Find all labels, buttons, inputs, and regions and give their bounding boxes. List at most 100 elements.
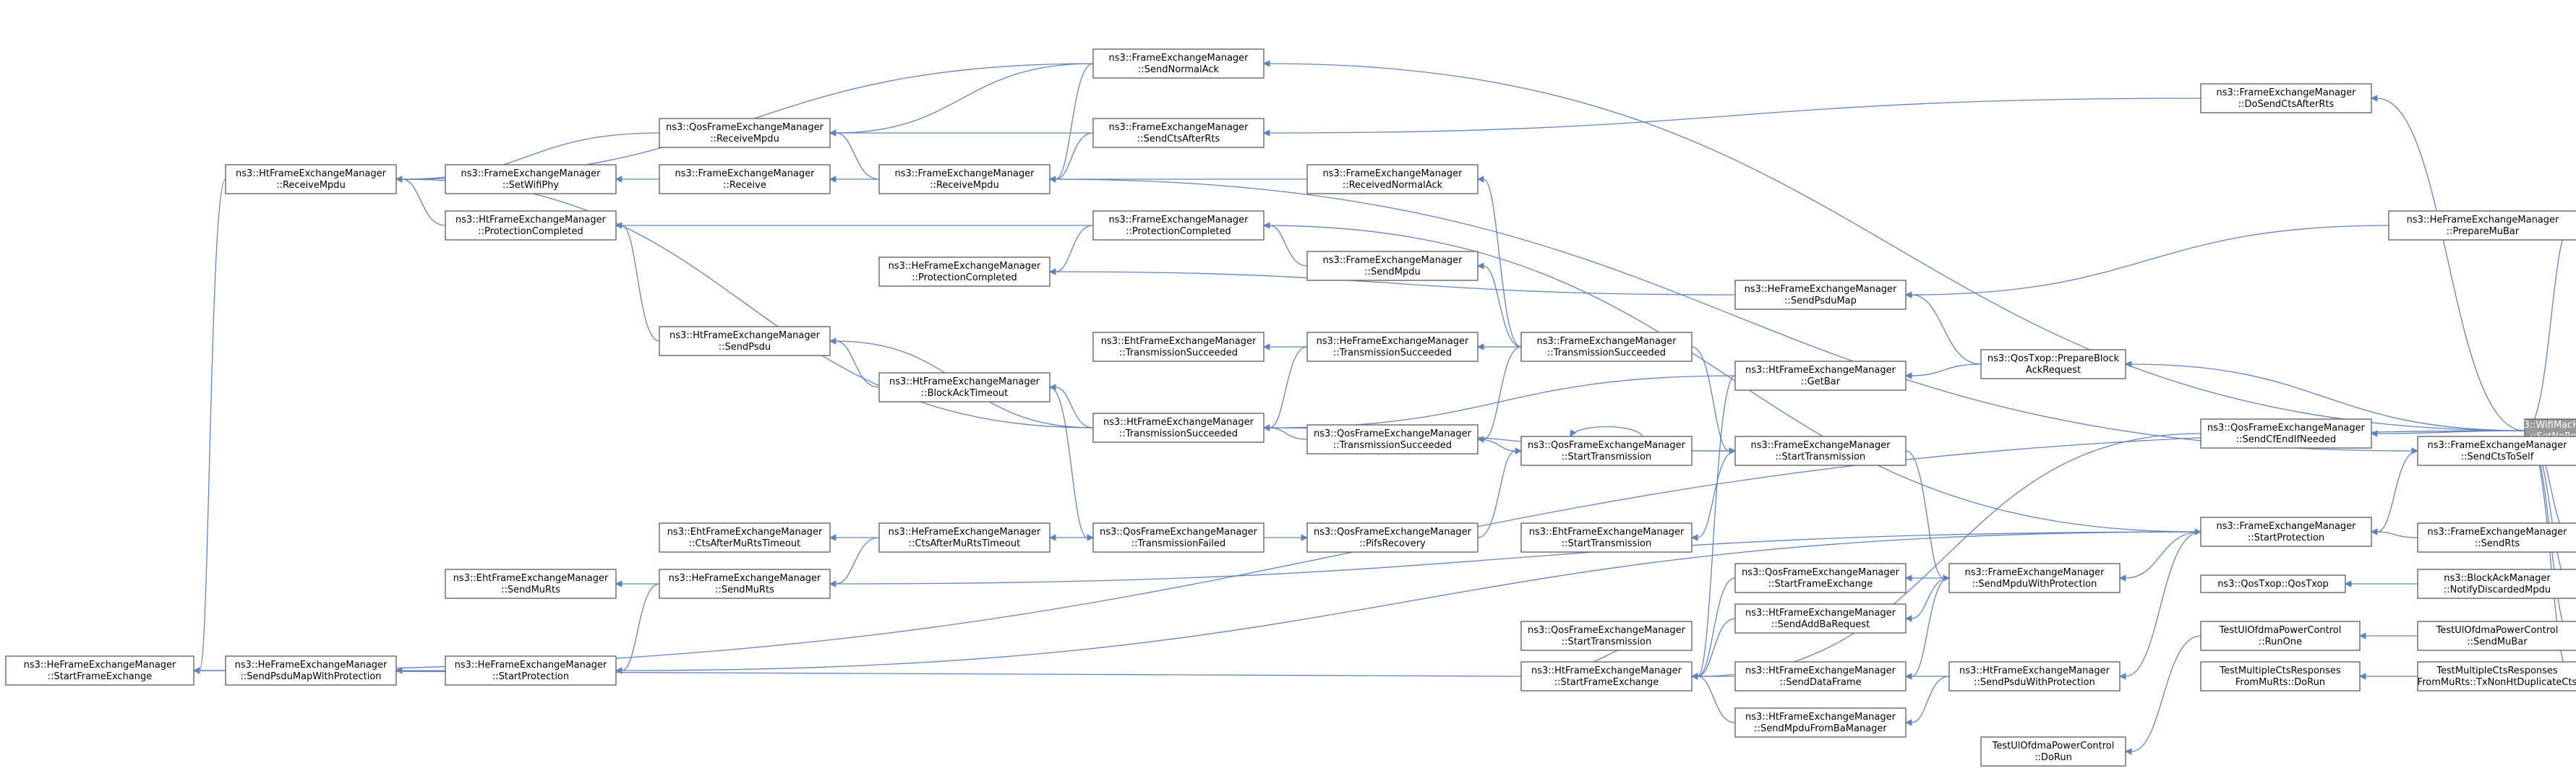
node-box bbox=[2417, 569, 2576, 599]
node-hefem-startprotection[interactable]: ns3::HeFrameExchangeManager::StartProtec… bbox=[445, 655, 617, 686]
node-fem-sendctsafterrts[interactable]: ns3::FrameExchangeManager::SendCtsAfterR… bbox=[1092, 118, 1265, 148]
node-htfem-receivempdu[interactable]: ns3::HtFrameExchangeManager::ReceiveMpdu bbox=[225, 164, 397, 194]
node-label: ns3::HtFrameExchangeManager bbox=[889, 376, 1040, 387]
node-test-sendmubar[interactable]: TestUlOfdmaPowerControl::SendMuBar bbox=[2417, 621, 2576, 651]
edge-line bbox=[1911, 363, 1982, 376]
edge-fem-receivednormalack-to-fem-transmissionsucceeded bbox=[1476, 176, 1522, 348]
edge-arrowhead bbox=[1301, 534, 1309, 541]
node-label: ns3::QosFrameExchangeManager bbox=[1528, 625, 1686, 636]
node-htfem-senddataframe[interactable]: ns3::HtFrameExchangeManager::SendDataFra… bbox=[1734, 661, 1907, 692]
node-test-txnonht[interactable]: TestMultipleCtsResponsesFromMuRts::TxNon… bbox=[2417, 661, 2576, 692]
node-hefem-protectioncompleted[interactable]: ns3::HeFrameExchangeManager::ProtectionC… bbox=[878, 257, 1050, 287]
node-label: ::StartProtection bbox=[2248, 533, 2324, 543]
node-fem-receivempdu[interactable]: ns3::FrameExchangeManager::ReceiveMpdu bbox=[878, 164, 1050, 194]
node-label: ::SendMuBar bbox=[2467, 637, 2528, 647]
node-qfem-receivempdu[interactable]: ns3::QosFrameExchangeManager::ReceiveMpd… bbox=[659, 118, 831, 148]
node-hefem-transmissionsucceeded[interactable]: ns3::HeFrameExchangeManager::Transmissio… bbox=[1306, 332, 1479, 362]
node-box bbox=[878, 522, 1050, 553]
node-hefem-ctsaftermurtstimeout[interactable]: ns3::HeFrameExchangeManager::CtsAfterMuR… bbox=[878, 522, 1050, 553]
node-label: ::SendPsduMapWithProtection bbox=[240, 671, 381, 682]
node-fem-receivednormalack[interactable]: ns3::FrameExchangeManager::ReceivedNorma… bbox=[1306, 164, 1479, 194]
node-htfem-protectioncompleted[interactable]: ns3::HtFrameExchangeManager::ProtectionC… bbox=[445, 210, 617, 241]
node-ehtfem-ctsaftermurtstimeout[interactable]: ns3::EhtFrameExchangeManager::CtsAfterMu… bbox=[659, 522, 831, 553]
node-htfem-sendmpdufrombamanager[interactable]: ns3::HtFrameExchangeManager::SendMpduFro… bbox=[1734, 707, 1907, 738]
node-fem-protectioncompleted[interactable]: ns3::FrameExchangeManager::ProtectionCom… bbox=[1092, 210, 1265, 241]
edge-fem-sendnormalack-to-root bbox=[1262, 60, 2525, 431]
node-box bbox=[1980, 736, 2126, 767]
edge-line bbox=[835, 531, 2201, 585]
node-qostxop-ctor[interactable]: ns3::QosTxop::QosTxop bbox=[2200, 574, 2346, 593]
node-fem-sendrts[interactable]: ns3::FrameExchangeManager::SendRts bbox=[2417, 522, 2576, 553]
node-label: ns3::HtFrameExchangeManager bbox=[669, 330, 821, 341]
node-test-dorun-pc[interactable]: TestUlOfdmaPowerControl::DoRun bbox=[1980, 736, 2126, 767]
node-label: ns3::QosFrameExchangeManager bbox=[1314, 428, 1472, 439]
edge-hefem-ctsaftermurtstimeout-to-qfem-transmissionfailed bbox=[1048, 534, 1093, 541]
node-qfem-transmissionfailed[interactable]: ns3::QosFrameExchangeManager::Transmissi… bbox=[1092, 522, 1265, 553]
edge-line bbox=[1055, 271, 1736, 296]
edge-line bbox=[2376, 531, 2418, 538]
node-label: ::ProtectionCompleted bbox=[478, 226, 583, 237]
node-fem-sendctstoself[interactable]: ns3::FrameExchangeManager::SendCtsToSelf bbox=[2417, 436, 2576, 466]
node-ehtfem-sendmurts[interactable]: ns3::EhtFrameExchangeManager::SendMuRts bbox=[445, 569, 617, 599]
node-fem-startprotection[interactable]: ns3::FrameExchangeManager::StartProtecti… bbox=[2200, 517, 2372, 547]
node-qfem-sendcfendifneeded[interactable]: ns3::QosFrameExchangeManager::SendCfEndI… bbox=[2200, 418, 2372, 449]
node-label: ::StartFrameExchange bbox=[1554, 677, 1659, 688]
node-fem-setwifiphy[interactable]: ns3::FrameExchangeManager::SetWifiPhy bbox=[445, 164, 617, 194]
node-label: ns3::QosFrameExchangeManager bbox=[1314, 527, 1472, 538]
node-label: ::PrepareMuBar bbox=[2447, 226, 2520, 237]
node-box bbox=[659, 326, 831, 356]
node-fem-transmissionsucceeded[interactable]: ns3::FrameExchangeManager::TransmissionS… bbox=[1520, 332, 1693, 362]
node-htfem-blockacktimeout[interactable]: ns3::HtFrameExchangeManager::BlockAckTim… bbox=[878, 372, 1050, 402]
node-hefem-sendpsdumapwithprotection[interactable]: ns3::HeFrameExchangeManager::SendPsduMap… bbox=[225, 655, 397, 686]
edge-line bbox=[621, 583, 660, 671]
node-ehtfem-starttransmission[interactable]: ns3::EhtFrameExchangeManager::StartTrans… bbox=[1520, 522, 1693, 553]
edge-arrowhead bbox=[2411, 447, 2419, 455]
node-box bbox=[1092, 332, 1265, 362]
node-fem-sendmpdu[interactable]: ns3::FrameExchangeManager::SendMpdu bbox=[1306, 251, 1479, 281]
edge-line bbox=[835, 63, 1094, 134]
node-box bbox=[2388, 210, 2576, 241]
node-qfem-transmissionsucceeded[interactable]: ns3::QosFrameExchangeManager::Transmissi… bbox=[1306, 424, 1479, 455]
node-hefem-sendmurts[interactable]: ns3::HeFrameExchangeManager::SendMuRts bbox=[659, 569, 831, 599]
node-htfem-sendpsduwithprotection[interactable]: ns3::HtFrameExchangeManager::SendPsduWit… bbox=[1948, 661, 2121, 692]
node-fem-sendmpduwithprotection[interactable]: ns3::FrameExchangeManager::SendMpduWithP… bbox=[1948, 563, 2121, 593]
node-fem-sendnormalack[interactable]: ns3::FrameExchangeManager::SendNormalAck bbox=[1092, 48, 1265, 79]
node-qfem-starttransmission-a[interactable]: ns3::QosFrameExchangeManager::StartTrans… bbox=[1520, 436, 1693, 466]
node-hefem-startframeexchange[interactable]: ns3::HeFrameExchangeManager::StartFrameE… bbox=[5, 655, 194, 686]
node-hefem-preparemubar[interactable]: ns3::HeFrameExchangeManager::PrepareMuBa… bbox=[2388, 210, 2576, 241]
edge-htfem-sendpsduwithprotection-to-fem-startprotection bbox=[2118, 531, 2201, 680]
node-htfem-transmissionsucceeded[interactable]: ns3::HtFrameExchangeManager::Transmissio… bbox=[1092, 413, 1265, 443]
edge-line bbox=[1477, 439, 1516, 452]
edge-htfem-transmissionsucceeded-to-htfem-getbar bbox=[1262, 375, 1736, 431]
edge-arrowhead bbox=[1570, 429, 1577, 437]
node-qfem-startframeexchange[interactable]: ns3::QosFrameExchangeManager::StartFrame… bbox=[1734, 563, 1907, 593]
node-label: ::StartTransmission bbox=[1562, 452, 1652, 462]
edge-qfem-pifsrecovery-to-qfem-transmissionfailed bbox=[1264, 534, 1309, 541]
node-test-runone[interactable]: TestUlOfdmaPowerControl::RunOne bbox=[2200, 621, 2361, 651]
node-htfem-startframeexchange[interactable]: ns3::HtFrameExchangeManager::StartFrameE… bbox=[1520, 661, 1693, 692]
node-hefem-sendpsdumap[interactable]: ns3::HeFrameExchangeManager::SendPsduMap bbox=[1734, 280, 1907, 310]
node-ehtfem-transmissionsucceeded[interactable]: ns3::EhtFrameExchangeManager::Transmissi… bbox=[1092, 332, 1265, 362]
node-label: ns3::HtFrameExchangeManager bbox=[1745, 712, 1896, 723]
edge-arrowhead bbox=[2370, 528, 2378, 535]
node-htfem-sendpsdu[interactable]: ns3::HtFrameExchangeManager::SendPsdu bbox=[659, 326, 831, 356]
node-label: ns3::QosFrameExchangeManager bbox=[1528, 440, 1686, 451]
node-htfem-getbar[interactable]: ns3::HtFrameExchangeManager::GetBar bbox=[1734, 361, 1907, 391]
node-fem-receive[interactable]: ns3::FrameExchangeManager::Receive bbox=[659, 164, 831, 194]
node-label: ns3::FrameExchangeManager bbox=[2427, 527, 2567, 538]
node-fem-docsendctsafterrts[interactable]: ns3::FrameExchangeManager::DoSendCtsAfte… bbox=[2200, 83, 2372, 113]
node-htfem-sendaddbarequest[interactable]: ns3::HtFrameExchangeManager::SendAddBaRe… bbox=[1734, 603, 1907, 634]
node-qfem-pifsrecovery[interactable]: ns3::QosFrameExchangeManager::PifsRecove… bbox=[1306, 522, 1479, 553]
node-label: ns3::EhtFrameExchangeManager bbox=[453, 573, 609, 584]
edge-hefem-startprotection-to-hefem-sendmurts bbox=[615, 583, 660, 674]
node-fem-starttransmission[interactable]: ns3::FrameExchangeManager::StartTransmis… bbox=[1734, 436, 1907, 466]
node-label: ::GetBar bbox=[1801, 376, 1841, 387]
node-bam-notifydiscardedmpdu[interactable]: ns3::BlockAckManager::NotifyDiscardedMpd… bbox=[2417, 569, 2576, 599]
node-label: ns3::HtFrameExchangeManager bbox=[1745, 666, 1896, 676]
edge-qostxop-ctor-to-bam-notifydiscardedmpdu bbox=[2344, 580, 2418, 587]
node-label: TestUlOfdmaPowerControl bbox=[1992, 741, 2115, 751]
node-qfem-starttransmission-b[interactable]: ns3::QosFrameExchangeManager::StartTrans… bbox=[1520, 621, 1693, 651]
node-box bbox=[225, 655, 397, 686]
